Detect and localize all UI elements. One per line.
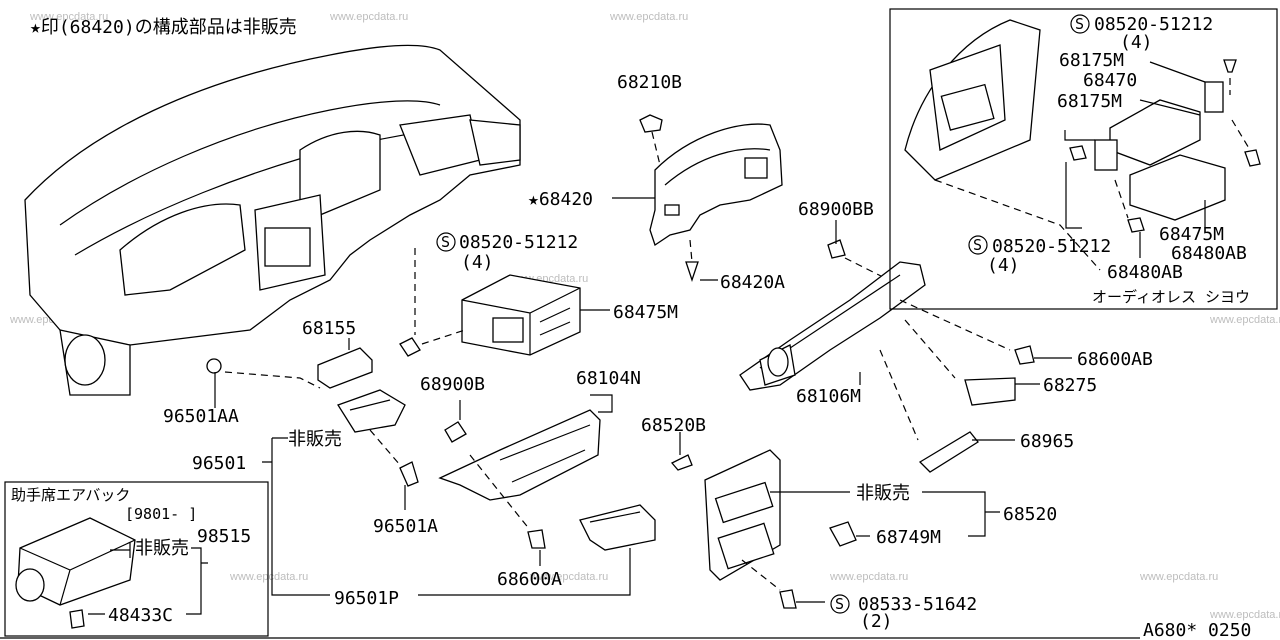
label-68965: 68965 bbox=[1020, 431, 1074, 452]
tray bbox=[579, 504, 656, 551]
inset-label-68480AB-b: 68480AB bbox=[1107, 262, 1183, 283]
screw-symbol-icon bbox=[830, 594, 850, 614]
watermark: www.epcdata.ru bbox=[329, 11, 408, 23]
watermark: www.epcdata.ru bbox=[1139, 571, 1218, 583]
inset-label-08520-top: 08520-51212 bbox=[1094, 14, 1213, 35]
label-68900BB: 68900BB bbox=[798, 199, 874, 220]
inset-label-08520-bottom-qty: (4) bbox=[987, 255, 1020, 276]
screw-symbol-icon bbox=[1070, 14, 1090, 34]
label-96501: 96501 bbox=[192, 453, 246, 474]
inset-audioless: S 08520-51212 (4) 68175M 68470 68175M S … bbox=[889, 8, 1278, 310]
clip-68749M bbox=[829, 521, 857, 547]
header-note: ★印(68420)の構成部品は非販売 bbox=[30, 17, 297, 38]
label-68210B: 68210B bbox=[617, 72, 682, 93]
inset-label-98515: 98515 bbox=[197, 526, 251, 547]
cluster-lid-68420 bbox=[639, 114, 783, 283]
inset-label-68175M-a: 68175M bbox=[1059, 50, 1124, 71]
screw-symbol-icon bbox=[436, 232, 456, 252]
label-96501AA: 96501AA bbox=[163, 406, 239, 427]
callout-labels: 68210B ★68420 S 08520-51212 (4) 68475M 6… bbox=[163, 72, 1153, 632]
watermark: www.epcdata.ru bbox=[1209, 609, 1280, 621]
label-68520B: 68520B bbox=[641, 415, 706, 436]
watermark: www.epcdata.ru bbox=[1209, 314, 1280, 326]
inset-airbag: 助手席エアバック [9801- ] 98515 非販売 48433C bbox=[4, 481, 269, 637]
screw-symbol-s: S bbox=[973, 236, 982, 254]
inset-label-68480AB-a: 68480AB bbox=[1171, 243, 1247, 264]
label-68275: 68275 bbox=[1043, 375, 1097, 396]
label-08520-qty: (4) bbox=[461, 252, 494, 273]
label-68104N: 68104N bbox=[576, 368, 641, 389]
inset-caption-audioless: オーディオレス シヨウ bbox=[1092, 288, 1250, 306]
watermark: www.epcdata.ru bbox=[29, 11, 108, 23]
bracket-68155 bbox=[206, 347, 419, 487]
label-68900B: 68900B bbox=[420, 374, 485, 395]
watermark: www.epcdata.ru bbox=[229, 571, 308, 583]
inset-airbag-title: 助手席エアバック bbox=[11, 486, 130, 504]
label-68520: 68520 bbox=[1003, 504, 1057, 525]
screw-symbol-s: S bbox=[441, 233, 450, 251]
inset-label-68470: 68470 bbox=[1083, 70, 1137, 91]
label-08520-51212: 08520-51212 bbox=[459, 232, 578, 253]
label-08533-51642: 08533-51642 bbox=[858, 594, 977, 615]
label-68155: 68155 bbox=[302, 318, 356, 339]
inset-label-hihanbai: 非販売 bbox=[135, 538, 189, 559]
instrument-panel bbox=[24, 44, 521, 396]
label-68475M: 68475M bbox=[613, 302, 678, 323]
inset-label-08520-bottom: 08520-51212 bbox=[992, 236, 1111, 257]
leader-lines bbox=[214, 197, 1072, 603]
screw-symbol-s: S bbox=[835, 595, 844, 613]
inset-label-68175M-b: 68175M bbox=[1057, 91, 1122, 112]
watermarks: www.epcdata.ru www.epcdata.ru www.epcdat… bbox=[9, 11, 1280, 621]
lower-panel-68104N bbox=[438, 409, 601, 549]
screw-symbol-s: S bbox=[1075, 15, 1084, 33]
center-bezel-68520 bbox=[670, 449, 797, 609]
label-68749M: 68749M bbox=[876, 527, 941, 548]
inset-label-68475M: 68475M bbox=[1159, 224, 1224, 245]
screw-08520-main bbox=[399, 248, 466, 357]
label-hihanbai-96501: 非販売 bbox=[288, 429, 342, 450]
label-68106M: 68106M bbox=[796, 386, 861, 407]
watermark: www.epcdata.ru bbox=[609, 11, 688, 23]
watermark: www.epcdata.ru bbox=[529, 571, 608, 583]
label-68600A: 68600A bbox=[497, 569, 562, 590]
label-68420A: 68420A bbox=[720, 272, 785, 293]
label-96501P: 96501P bbox=[334, 588, 399, 609]
footer-code: A680* 0250 bbox=[1143, 620, 1251, 640]
label-96501A: 96501A bbox=[373, 516, 438, 537]
inset-airbag-date: [9801- ] bbox=[125, 505, 197, 523]
label-68600AB: 68600AB bbox=[1077, 349, 1153, 370]
screw-symbol-icon bbox=[968, 235, 988, 255]
inset-label-08520-top-qty: (4) bbox=[1120, 32, 1153, 53]
watermark: www.epcdata.ru bbox=[829, 571, 908, 583]
label-68420: ★68420 bbox=[528, 189, 593, 210]
pocket-68475M bbox=[461, 274, 581, 356]
label-hihanbai-68520: 非販売 bbox=[856, 483, 910, 504]
label-08533-qty: (2) bbox=[860, 611, 893, 632]
inset-label-48433C: 48433C bbox=[108, 605, 173, 626]
